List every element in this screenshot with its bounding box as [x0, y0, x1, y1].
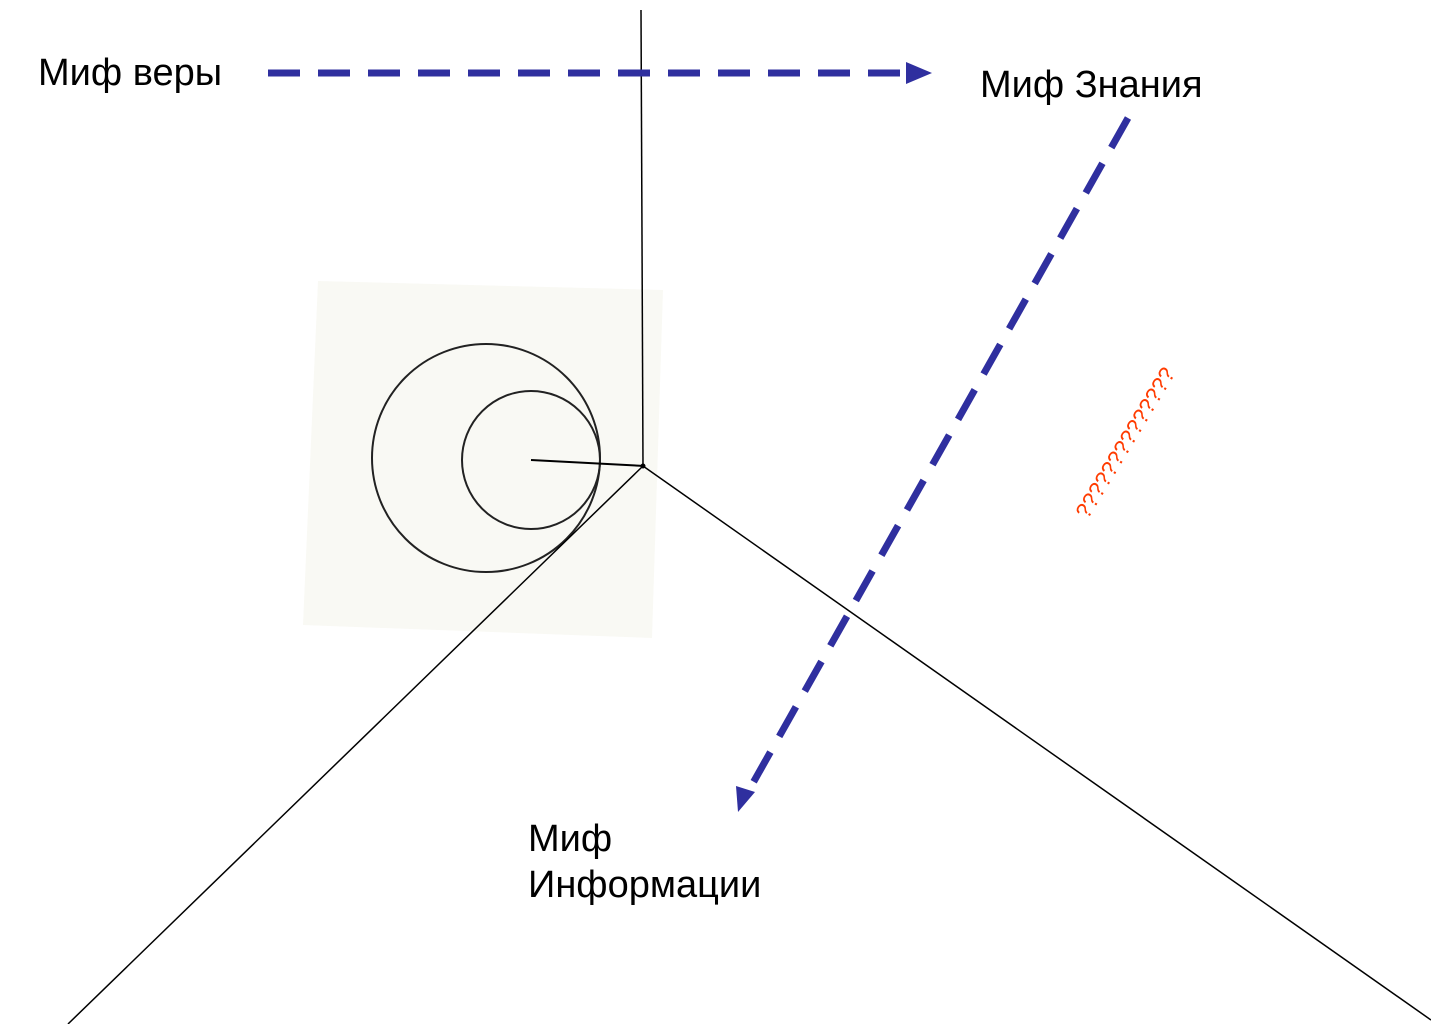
axis-right: [643, 466, 1431, 1020]
label-myth-of-information: Миф Информации: [528, 816, 761, 909]
nested-circles-icon: [303, 281, 663, 638]
label-myth-of-faith: Миф веры: [38, 50, 222, 96]
label-myth-of-information-line1: Миф: [528, 816, 761, 862]
arrow-knowledge-to-information: [749, 118, 1128, 790]
label-myth-of-knowledge: Миф Знания: [980, 62, 1203, 108]
label-myth-of-information-line2: Информации: [528, 862, 761, 908]
